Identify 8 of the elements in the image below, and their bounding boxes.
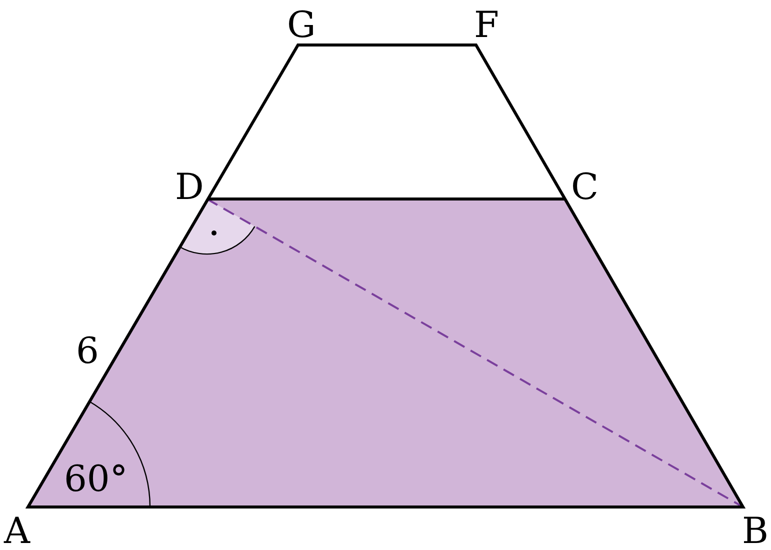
vertex-label: F xyxy=(474,8,499,44)
vertex-label: A xyxy=(4,514,30,550)
angle-label: 60° xyxy=(64,462,128,498)
vertex-label: B xyxy=(742,514,768,550)
vertex-label: C xyxy=(571,170,599,206)
length-label: 6 xyxy=(76,334,99,370)
vertex-label: D xyxy=(175,170,204,206)
vertex-label: G xyxy=(287,8,316,44)
